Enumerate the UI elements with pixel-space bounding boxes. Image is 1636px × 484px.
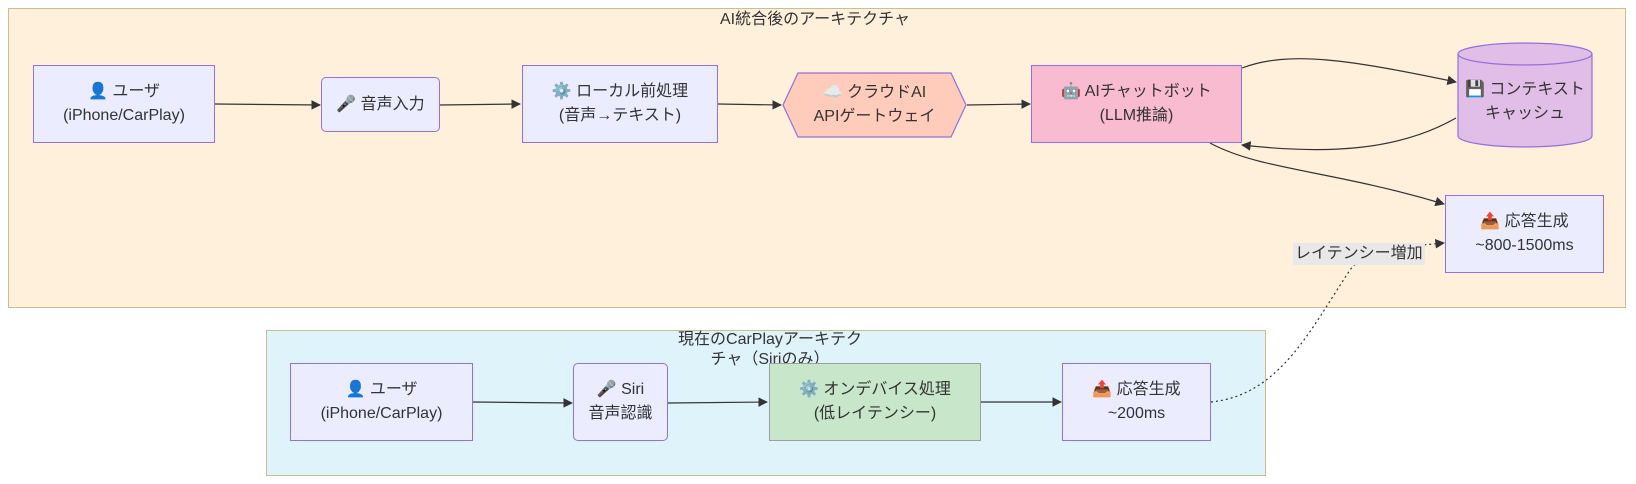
ai-cloud-label-2: APIゲートウェイ	[813, 108, 936, 125]
ai-user-node: 👤 ユーザ (iPhone/CarPlay)	[33, 65, 215, 143]
cur-user-node: 👤 ユーザ (iPhone/CarPlay)	[290, 363, 473, 441]
ai-response-node: 📤 応答生成 ~800-1500ms	[1445, 195, 1604, 273]
ai-voice-label: 🎤 音声入力	[336, 95, 425, 113]
ai-cloud-text: ☁️ クラウドAI APIゲートウェイ	[782, 72, 967, 138]
ai-local-preprocess-node: ⚙️ ローカル前処理 (音声→テキスト)	[522, 65, 718, 143]
cur-resp-label-2: ~200ms	[1107, 405, 1166, 422]
cur-siri-label-2: 音声認識	[588, 405, 653, 422]
ai-resp-label-2: ~800-1500ms	[1475, 237, 1574, 254]
cur-user-label-1: 👤 ユーザ	[345, 381, 418, 398]
ai-cache-label-1: 💾 コンテキスト	[1465, 81, 1585, 98]
ai-resp-label-1: 📤 応答生成	[1480, 213, 1569, 230]
ai-bot-label-2: (LLM推論)	[1099, 107, 1174, 124]
ai-cache-text: 💾 コンテキスト キャッシュ	[1457, 56, 1593, 148]
cur-siri-node: 🎤 Siri 音声認識	[573, 363, 668, 441]
ai-cluster-title: AI統合後のアーキテクチャ	[720, 11, 910, 28]
latency-increase-label: レイテンシー増加	[1293, 243, 1425, 265]
ai-local-label-2: (音声→テキスト)	[558, 107, 682, 124]
ai-local-label-1: ⚙️ ローカル前処理	[551, 83, 689, 100]
ai-voice-input-node: 🎤 音声入力	[321, 77, 440, 132]
cur-user-label-2: (iPhone/CarPlay)	[320, 405, 443, 422]
cur-device-label-1: ⚙️ オンデバイス処理	[799, 381, 951, 398]
cur-device-label-2: (低レイテンシー)	[813, 405, 937, 422]
cur-response-node: 📤 応答生成 ~200ms	[1062, 363, 1211, 441]
ai-bot-label-1: 🤖 AIチャットボット	[1061, 83, 1212, 100]
cur-siri-label-1: 🎤 Siri	[596, 381, 645, 398]
ai-chatbot-node: 🤖 AIチャットボット (LLM推論)	[1031, 65, 1242, 143]
ai-context-cache-node: 💾 コンテキスト キャッシュ	[1457, 42, 1593, 148]
cur-on-device-node: ⚙️ オンデバイス処理 (低レイテンシー)	[769, 363, 981, 441]
ai-cache-label-2: キャッシュ	[1484, 105, 1565, 122]
ai-user-label-2: (iPhone/CarPlay)	[63, 107, 185, 124]
ai-cloud-gateway-node: ☁️ クラウドAI APIゲートウェイ	[782, 72, 967, 138]
ai-user-label-1: 👤 ユーザ	[87, 83, 161, 100]
current-cluster-title-line1: 現在のCarPlayアーキテク	[678, 331, 862, 348]
ai-cloud-label-1: ☁️ クラウドAI	[822, 84, 927, 101]
cur-resp-label-1: 📤 応答生成	[1092, 381, 1181, 398]
